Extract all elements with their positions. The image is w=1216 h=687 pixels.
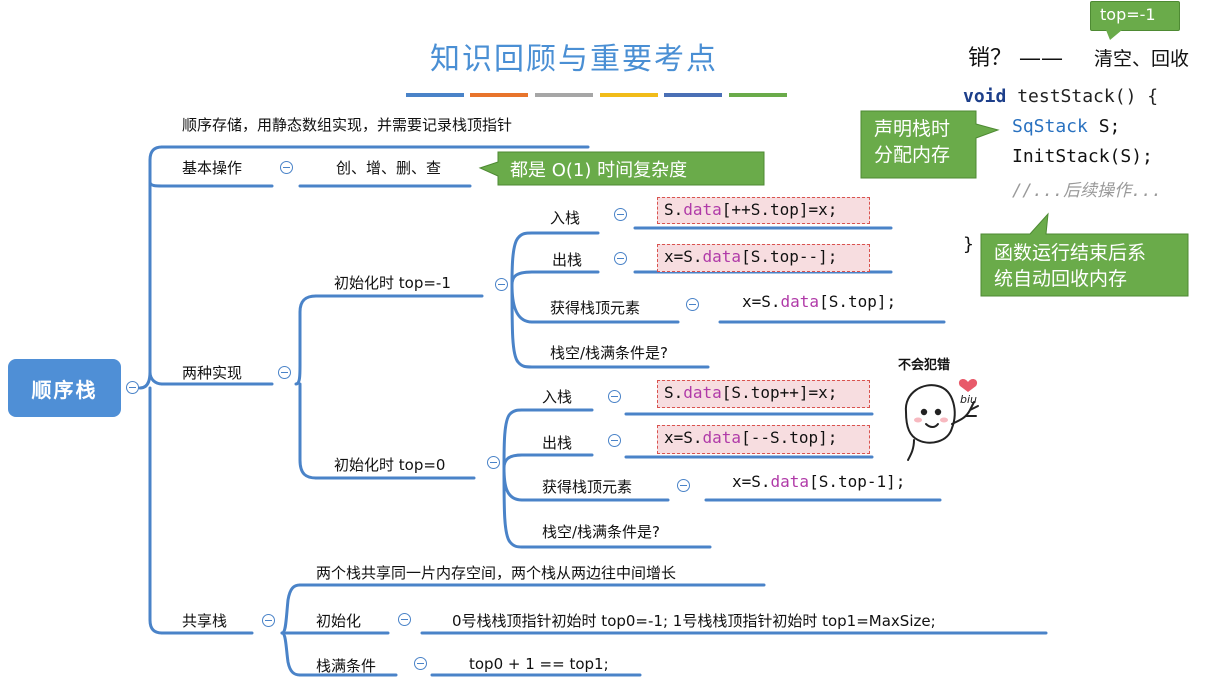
sticker-biu: biu — [960, 393, 978, 406]
code-line-5: } — [963, 234, 974, 255]
shared-full-detail[interactable]: top0 + 1 == top1; — [469, 655, 609, 673]
shared-full-node[interactable]: 栈满条件 — [316, 657, 377, 675]
collapse-get-top-m1-icon[interactable] — [686, 298, 699, 311]
collapse-push-0-icon[interactable] — [608, 390, 621, 403]
declare-callout-bubble — [860, 110, 1000, 179]
collapse-basic-ops-icon[interactable] — [280, 161, 293, 174]
shared-init-node[interactable]: 初始化 — [316, 612, 362, 630]
collapse-get-top-0-icon[interactable] — [677, 479, 690, 492]
shared-stack-node[interactable]: 共享栈 — [182, 612, 228, 630]
collapse-pop-m1-icon[interactable] — [614, 252, 627, 265]
collapse-pop-0-icon[interactable] — [608, 434, 621, 447]
get-top-node-0[interactable]: 获得栈顶元素 — [542, 478, 633, 496]
declare-callout-text: 声明栈时 分配内存 — [874, 118, 951, 166]
accent-bar-green — [729, 93, 787, 97]
empty-full-node-0[interactable]: 栈空/栈满条件是? — [542, 523, 661, 541]
storage-node[interactable]: 顺序存储，用静态数组实现，并需要记录栈顶指针 — [182, 116, 513, 134]
collapse-init-minus1-icon[interactable] — [495, 278, 508, 291]
get-top-code-m1: x=S.data[S.top]; — [742, 292, 897, 311]
push-code-m1: S.data[++S.top]=x; — [657, 197, 870, 224]
smiley-sticker-icon — [904, 379, 979, 461]
push-node-0[interactable]: 入栈 — [542, 388, 573, 406]
collapse-two-impl-icon[interactable] — [278, 366, 291, 379]
two-impl-node[interactable]: 两种实现 — [182, 364, 243, 382]
basic-ops-node[interactable]: 基本操作 — [182, 159, 243, 177]
collapse-init-zero-icon[interactable] — [487, 456, 500, 469]
code-line-1: void testStack() { — [963, 86, 1159, 107]
accent-bar-gray — [535, 93, 593, 97]
get-top-code-0: x=S.data[S.top-1]; — [732, 472, 906, 491]
recycle-callout-bubble — [980, 212, 1189, 297]
collapse-shared-icon[interactable] — [262, 614, 275, 627]
collapse-shared-init-icon[interactable] — [398, 613, 411, 626]
push-code-0: S.data[S.top++]=x; — [657, 380, 870, 408]
code-line-3: InitStack(S); — [1012, 146, 1153, 167]
push-node-m1[interactable]: 入栈 — [550, 209, 581, 227]
collapse-shared-full-icon[interactable] — [414, 657, 427, 670]
init-minus1-node[interactable]: 初始化时 top=-1 — [334, 274, 451, 292]
root-node[interactable]: 顺序栈 — [8, 359, 121, 417]
sticker-caption: 不会犯错 — [898, 358, 951, 373]
recycle-callout-text: 函数运行结束后系 统自动回收内存 — [994, 242, 1147, 290]
get-top-node-m1[interactable]: 获得栈顶元素 — [550, 299, 641, 317]
init-zero-node[interactable]: 初始化时 top=0 — [334, 456, 446, 474]
top-minus1-text: top=-1 — [1100, 5, 1156, 24]
pop-node-m1[interactable]: 出栈 — [552, 251, 583, 269]
pop-code-0: x=S.data[--S.top]; — [657, 425, 870, 454]
code-line-4: //...后续操作... — [1012, 181, 1162, 201]
collapse-push-m1-icon[interactable] — [614, 208, 627, 221]
pop-node-0[interactable]: 出栈 — [542, 434, 573, 452]
collapse-root-icon[interactable] — [126, 381, 139, 394]
destroy-answer: 清空、回收 — [1094, 48, 1190, 70]
o1-callout-bubble — [478, 151, 765, 186]
o1-callout-text: 都是 O(1) 时间复杂度 — [510, 160, 688, 181]
top-minus1-bubble-tail — [1106, 30, 1122, 40]
accent-bar-blue — [406, 93, 464, 97]
accent-bar-yellow — [600, 93, 658, 97]
accent-bar-darkblue — [664, 93, 722, 97]
shared-desc-node[interactable]: 两个栈共享同一片内存空间，两个栈从两边往中间增长 — [316, 564, 677, 582]
code-line-2: SqStack S; — [1012, 116, 1121, 137]
accent-bar-orange — [470, 93, 528, 97]
destroy-question: 销？ —— — [968, 46, 1063, 71]
shared-init-detail[interactable]: 0号栈栈顶指针初始时 top0=-1; 1号栈栈顶指针初始时 top1=MaxS… — [452, 612, 936, 630]
pop-code-m1: x=S.data[S.top--]; — [657, 244, 870, 272]
empty-full-node-m1[interactable]: 栈空/栈满条件是? — [550, 344, 669, 362]
page-title: 知识回顾与重要考点 — [430, 42, 718, 77]
basic-ops-detail[interactable]: 创、增、删、查 — [336, 159, 442, 177]
top-minus1-bubble — [1090, 1, 1180, 31]
